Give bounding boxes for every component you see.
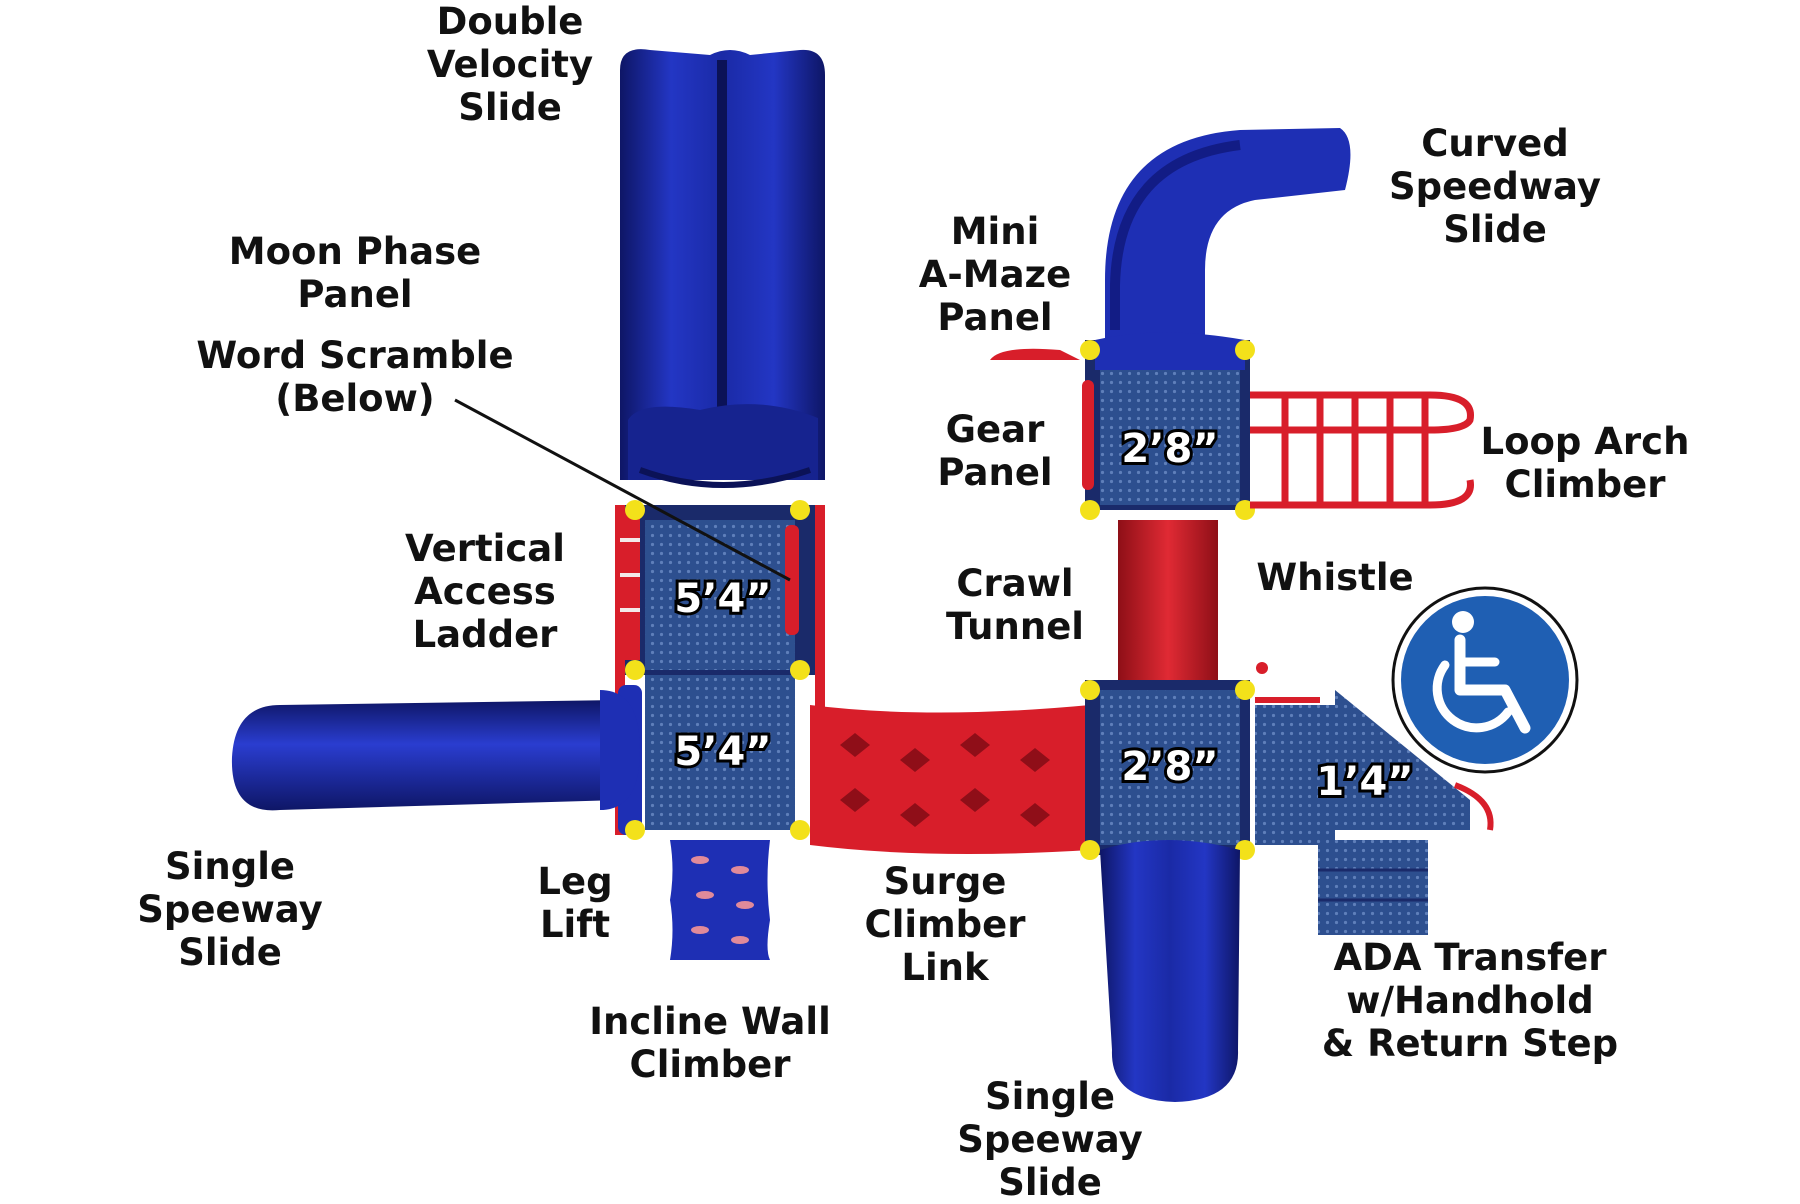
deck-height-right-top: 2’8” [1121, 426, 1218, 472]
label-mini-a-maze-panel: Mini A-Maze Panel [918, 210, 1072, 339]
ada-transfer [1255, 690, 1494, 935]
incline-wall-climber [670, 840, 770, 960]
vertical-access-ladder [620, 510, 640, 660]
deck-height-right-bottom: 2’8” [1121, 744, 1218, 790]
surge-climber-link [810, 705, 1090, 854]
label-word-scramble: Word Scramble (Below) [196, 334, 514, 420]
crawl-tunnel [1118, 520, 1218, 685]
curved-speedway-slide [1105, 128, 1351, 340]
label-loop-arch-climber: Loop Arch Climber [1480, 420, 1690, 506]
single-speeway-slide-bottom [1100, 840, 1240, 1102]
label-single-speeway-slide-bottom: Single Speeway Slide [957, 1075, 1143, 1204]
deck-height-left-bottom: 5’4” [674, 729, 771, 775]
deck-height-transfer: 1’4” [1316, 759, 1413, 805]
label-gear-panel: Gear Panel [937, 408, 1053, 494]
label-incline-wall-climber: Incline Wall Climber [589, 1000, 831, 1086]
label-moon-phase-panel: Moon Phase Panel [228, 230, 482, 316]
wheelchair-icon [1391, 586, 1579, 774]
label-curved-speedway-slide: Curved Speedway Slide [1389, 122, 1601, 251]
right-tower-lower [1080, 662, 1268, 860]
mini-a-maze-panel [990, 348, 1080, 360]
label-ada-transfer: ADA Transfer w/Handhold & Return Step [1321, 936, 1619, 1065]
label-surge-climber-link: Surge Climber Link [864, 860, 1026, 989]
gear-panel [1082, 380, 1094, 490]
label-single-speeway-slide-left: Single Speeway Slide [137, 845, 323, 974]
label-crawl-tunnel: Crawl Tunnel [946, 562, 1084, 648]
label-whistle: Whistle [1256, 556, 1414, 599]
left-tower [615, 500, 825, 840]
label-vertical-access-ladder: Vertical Access Ladder [405, 527, 565, 656]
loop-arch-climber [1250, 391, 1474, 509]
label-double-velocity-slide: Double Velocity Slide [426, 0, 594, 129]
deck-height-left-top: 5’4” [674, 576, 771, 622]
whistle [1256, 662, 1268, 674]
single-speeway-slide-left [231, 690, 640, 811]
word-scramble-leader [454, 398, 791, 582]
label-leg-lift: Leg Lift [537, 860, 613, 946]
right-tower-upper [990, 332, 1255, 520]
double-velocity-slide [620, 49, 825, 488]
